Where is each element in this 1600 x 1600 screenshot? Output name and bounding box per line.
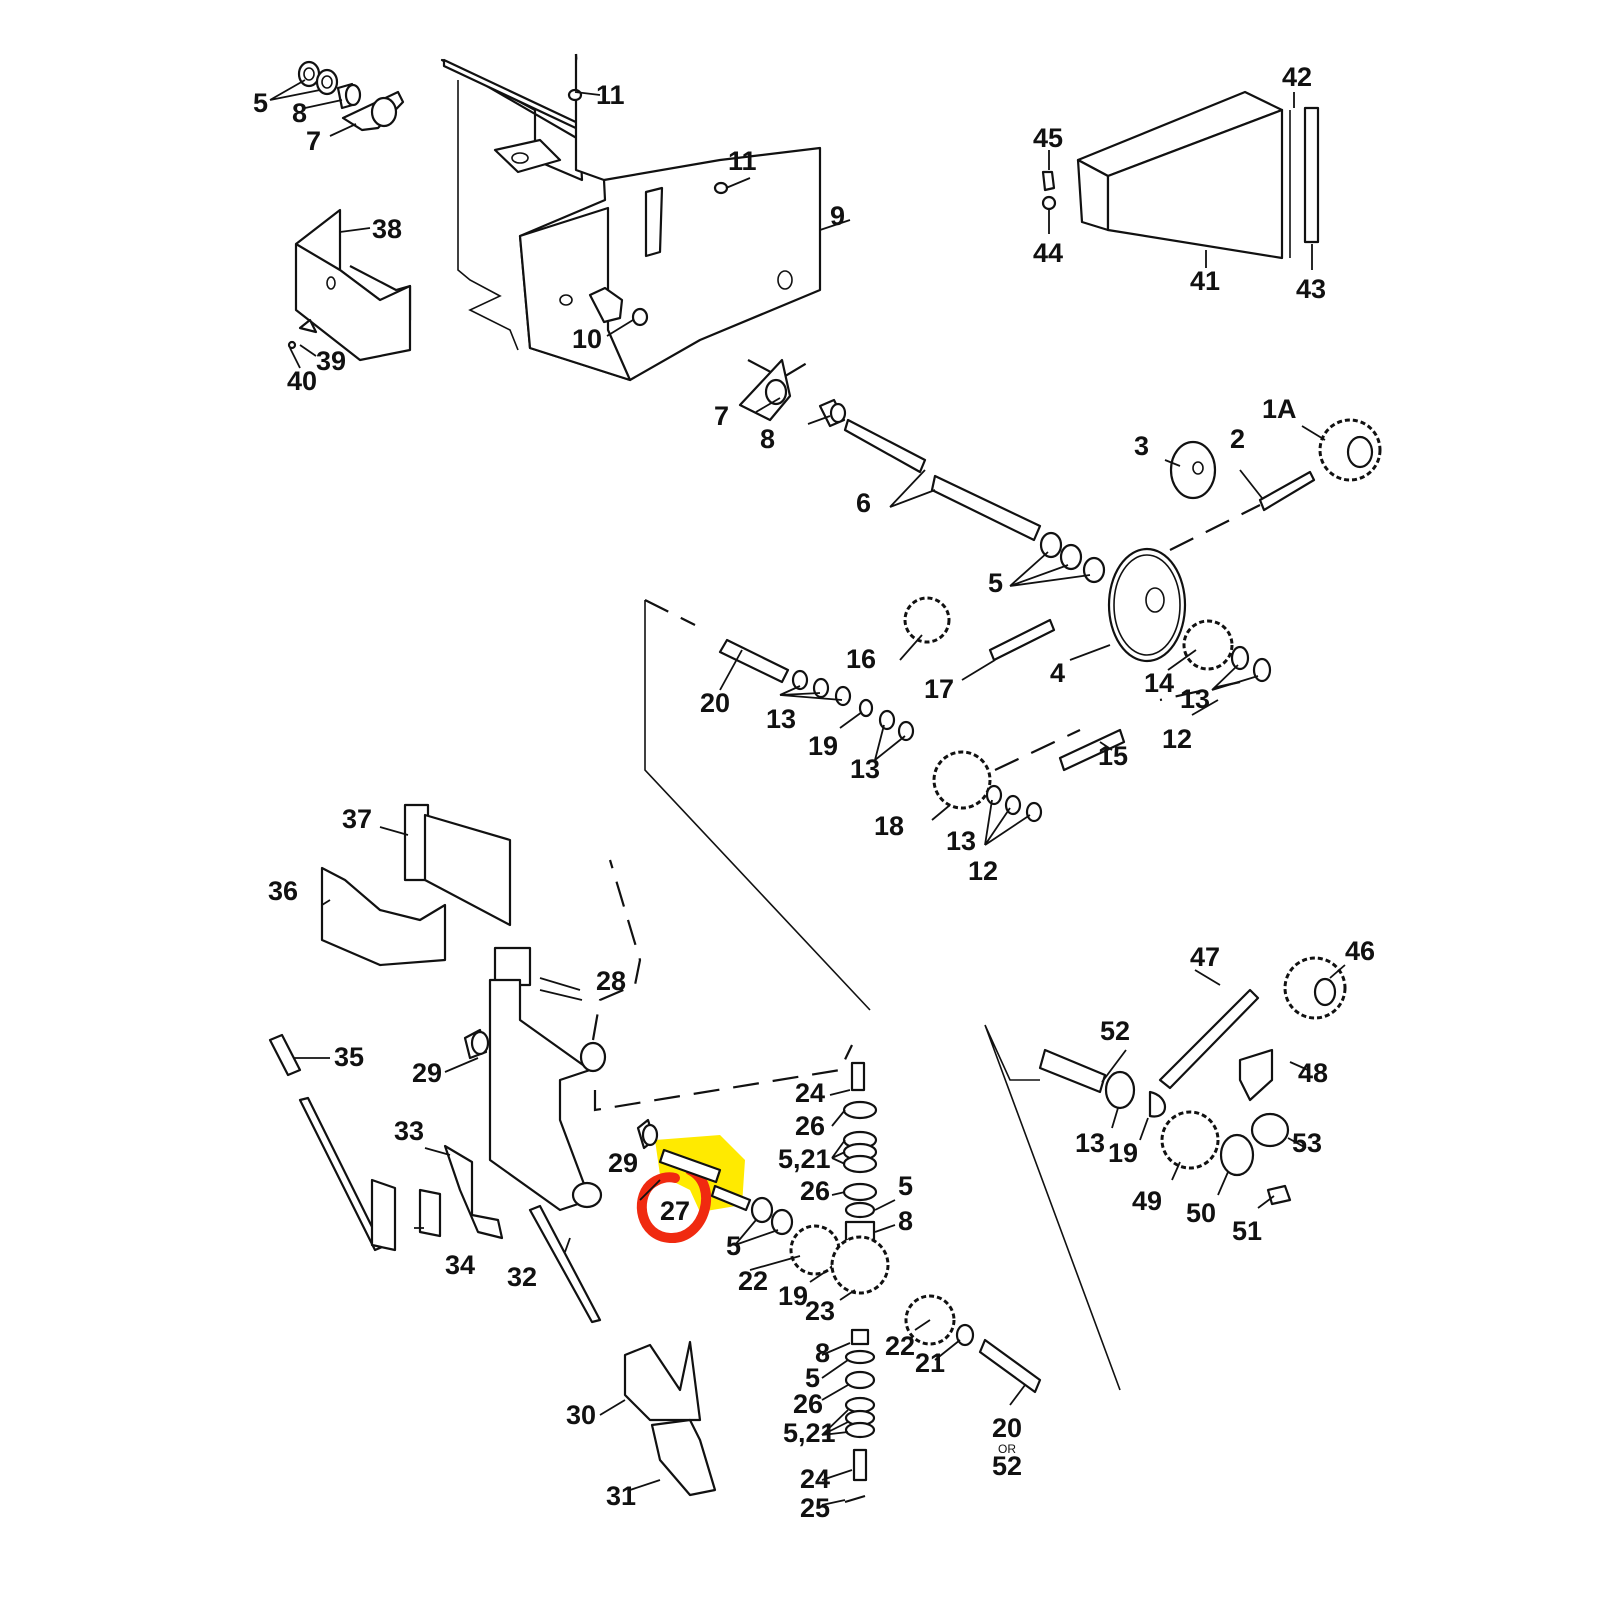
part-label: 13 [850,754,880,784]
highlight-27 [636,1135,745,1243]
part-label: 3 [1134,431,1149,461]
part-label: 12 [968,856,998,886]
part-label: 5 [805,1363,820,1393]
shield-assembly [1041,90,1320,270]
part-label: 51 [1232,1216,1262,1246]
part-label: 1A [1262,394,1297,424]
part-label: 21 [915,1348,945,1378]
part-label: 31 [606,1481,636,1511]
part-label: 18 [874,811,904,841]
part-label: 37 [342,804,372,834]
part-label: 5 [726,1231,741,1261]
part-label: 33 [394,1116,424,1146]
part-label: 13 [1180,684,1210,714]
part-label: 13 [1075,1128,1105,1158]
part-label: 48 [1298,1058,1328,1088]
part-label: 52 [1100,1016,1130,1046]
part-label: 38 [372,214,402,244]
part-label: 2 [1230,424,1245,454]
part-label: 10 [572,324,602,354]
part-label: 26 [800,1176,830,1206]
part-label: 36 [268,876,298,906]
bearing-set-top-left [269,60,405,137]
part-label: 16 [846,644,876,674]
part-label: 5 [898,1171,913,1201]
part-label: 49 [1132,1186,1162,1216]
part-label: 28 [596,966,626,996]
part-label: 12 [1162,724,1192,754]
part-label: 8 [292,98,307,128]
part-label: 34 [445,1250,475,1280]
part-label: 40 [287,366,317,396]
part-label: 19 [778,1281,808,1311]
part-label: 5 [988,568,1003,598]
part-label: 32 [507,1262,537,1292]
part-labels: 5 8 7 11 11 9 10 38 39 40 45 44 41 42 43… [253,62,1375,1523]
part-label: 43 [1296,274,1326,304]
main-frame [440,53,851,382]
part-label: 29 [412,1058,442,1088]
part-label: 13 [766,704,796,734]
upper-shaft-assembly [738,358,1382,663]
lower-left-parts [268,803,853,1324]
part-label: 39 [316,346,346,376]
part-label: 20 [992,1413,1022,1443]
part-label: 50 [1186,1198,1216,1228]
part-label: 26 [795,1111,825,1141]
part-label: 26 [793,1389,823,1419]
part-label: 22 [885,1331,915,1361]
part-label: 6 [856,488,871,518]
part-label: 5 [253,88,268,118]
part-label: 25 [800,1493,830,1523]
part-label-highlighted: 27 [660,1196,690,1226]
part-label: 11 [728,146,757,176]
part-label: 52 [992,1451,1022,1481]
part-label: 24 [800,1464,830,1494]
part-label: 19 [808,731,838,761]
part-label: 13 [946,826,976,856]
part-label: 20 [700,688,730,718]
part-label: 5,21 [778,1144,831,1174]
part-label: 5,21 [783,1418,836,1448]
bottom-brackets [599,1319,1026,1506]
cover-38 [287,208,412,369]
part-label: 23 [805,1296,835,1326]
part-label: 15 [1098,741,1128,771]
part-label: 19 [1108,1138,1138,1168]
part-label: 17 [924,674,954,704]
highlight-circle [636,1165,711,1243]
part-label: 53 [1292,1128,1322,1158]
part-label: 4 [1050,658,1065,688]
part-label: 7 [714,401,729,431]
part-label: 41 [1190,266,1220,296]
part-label: 22 [738,1266,768,1296]
middle-chain-assembly [644,596,1272,1011]
part-label: 47 [1190,942,1220,972]
part-label: 45 [1033,123,1063,153]
part-label: 14 [1144,668,1174,698]
part-label: 42 [1282,62,1312,92]
part-label: 29 [608,1148,638,1178]
part-label-or: OR [998,1442,1016,1456]
part-label: 8 [815,1338,830,1368]
part-label: 7 [306,126,321,156]
part-label: 46 [1345,936,1375,966]
part-label: 9 [830,201,845,231]
part-label: 30 [566,1400,596,1430]
part-label: 44 [1033,238,1063,268]
part-label: 24 [795,1078,825,1108]
part-label: 8 [760,424,775,454]
part-label: 11 [596,80,625,110]
right-lower-cluster [984,956,1347,1391]
part-label: 35 [334,1042,364,1072]
part-label: 8 [898,1206,913,1236]
